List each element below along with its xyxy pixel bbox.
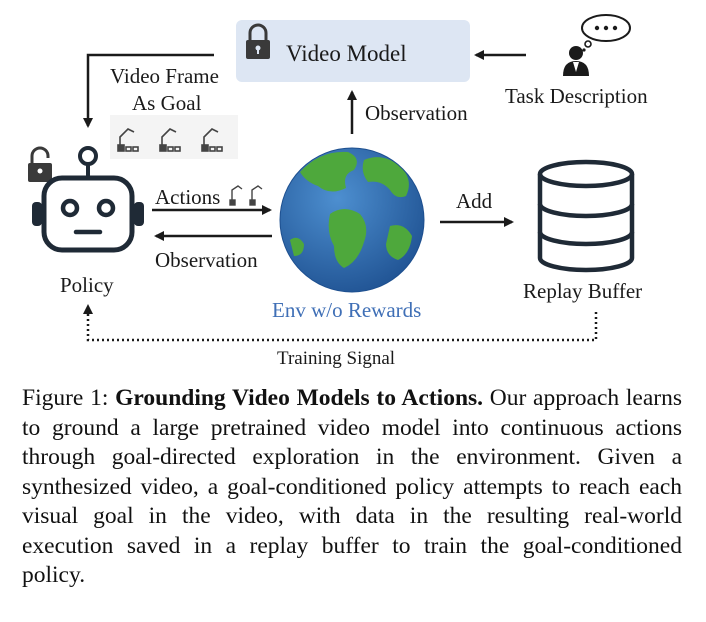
task-description-label: Task Description: [505, 84, 648, 108]
caption-body: Our approach learns to ground a large pr…: [22, 385, 682, 588]
actions-label: Actions: [155, 185, 221, 209]
training-signal-label: Training Signal: [277, 348, 396, 369]
observation-left-label: Observation: [155, 248, 258, 272]
robot-arm-icon: [110, 115, 238, 159]
unlock-icon: [28, 146, 52, 182]
caption-title: Grounding Video Models to Actions.: [115, 385, 484, 411]
video-model-label: Video Model: [286, 41, 407, 66]
diagram-canvas: [28, 14, 635, 342]
add-label: Add: [456, 189, 493, 213]
robot-head-icon: [32, 146, 144, 253]
video-frame-goal-label-1: Video Frame: [110, 64, 219, 88]
database-icon: [537, 159, 635, 273]
policy-label: Policy: [60, 273, 114, 297]
env-label: Env w/o Rewards: [272, 298, 422, 322]
caption-prefix: Figure 1:: [22, 385, 116, 411]
lock-icon: [246, 23, 270, 59]
observation-up-label: Observation: [365, 101, 468, 125]
replay-buffer-label: Replay Buffer: [523, 279, 643, 303]
globe-icon: [279, 147, 425, 293]
robot-arm-icon: [229, 185, 263, 206]
figure-caption: Figure 1: Grounding Video Models to Acti…: [22, 384, 682, 591]
person-thought-icon: [563, 14, 631, 76]
video-frame-goal-label-2: As Goal: [132, 91, 202, 115]
video-model-box: [236, 20, 470, 82]
